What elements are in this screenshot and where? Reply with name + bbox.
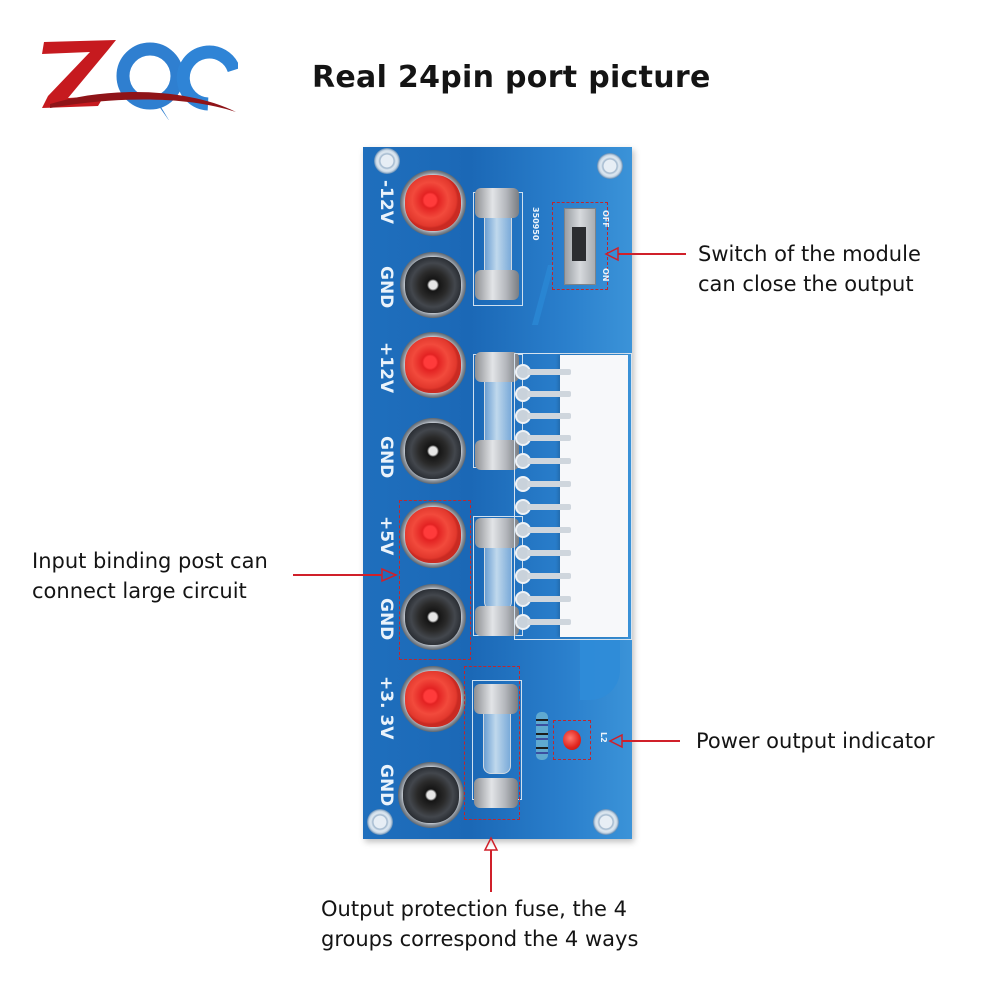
- binding-post-gnd[interactable]: [400, 252, 466, 318]
- fuse-callout-line1: Output protection fuse, the 4: [321, 897, 627, 921]
- voltage-label-gnd: GND: [376, 436, 396, 479]
- connector-pin: [515, 430, 571, 446]
- binding-post-plus5v[interactable]: [400, 502, 466, 568]
- voltage-label-gnd: GND: [376, 764, 396, 807]
- power-slide-switch[interactable]: [564, 208, 596, 285]
- page-title: Real 24pin port picture: [312, 60, 711, 95]
- fuse-clip: [474, 778, 518, 808]
- connector-pin: [515, 568, 571, 584]
- black-knob-icon: [405, 589, 461, 645]
- arrow-right-icon: [370, 567, 398, 583]
- binding-post-callout: Input binding post can connect large cir…: [32, 546, 268, 606]
- atx-24pin-connector[interactable]: [560, 355, 628, 637]
- fuse-callout-line2: groups correspond the 4 ways: [321, 927, 639, 951]
- zqc-logo: [38, 30, 241, 122]
- fuse-clip: [475, 606, 519, 636]
- mounting-hole: [374, 148, 400, 174]
- switch-label-off: OFF: [601, 210, 610, 228]
- fuse-highlight: [464, 666, 520, 820]
- mounting-hole: [597, 153, 623, 179]
- switch-callout: Switch of the module can close the outpu…: [698, 239, 921, 299]
- connector-pin: [515, 591, 571, 607]
- binding-post-callout-line: [293, 574, 373, 576]
- fuse-clip: [474, 684, 518, 714]
- voltage-label-plus12v: +12V: [376, 342, 396, 394]
- black-knob-icon: [405, 257, 461, 313]
- switch-callout-line1: Switch of the module: [698, 242, 921, 266]
- switch-callout-line2: can close the output: [698, 272, 914, 296]
- mounting-hole: [593, 809, 619, 835]
- binding-post-callout-line2: connect large circuit: [32, 579, 247, 603]
- board-code: 350950: [531, 207, 540, 241]
- switch-lever[interactable]: [572, 227, 586, 261]
- connector-pin: [515, 453, 571, 469]
- arrow-left-icon: [608, 733, 630, 749]
- fuse-callout: Output protection fuse, the 4 groups cor…: [321, 894, 638, 954]
- red-knob-icon: [405, 671, 461, 727]
- red-knob-icon: [405, 507, 461, 563]
- indicator-callout: Power output indicator: [696, 729, 935, 753]
- binding-post-plus3v3[interactable]: [400, 666, 466, 732]
- voltage-label-plus5v: +5V: [376, 516, 396, 556]
- red-knob-icon: [405, 175, 461, 231]
- connector-pin: [515, 364, 571, 380]
- connector-pin: [515, 522, 571, 538]
- mounting-hole: [367, 809, 393, 835]
- connector-pin: [515, 499, 571, 515]
- switch-label-on: ON: [601, 268, 610, 282]
- connector-pin: [515, 476, 571, 492]
- binding-post-callout-line1: Input binding post can: [32, 549, 268, 573]
- binding-post-gnd[interactable]: [400, 584, 466, 650]
- binding-post-gnd[interactable]: [398, 762, 464, 828]
- voltage-label-gnd: GND: [376, 266, 396, 309]
- zqc-logo-icon: [42, 40, 241, 122]
- led-highlight: [553, 720, 591, 760]
- switch-highlight: [552, 202, 608, 290]
- binding-post-plus12v[interactable]: [400, 332, 466, 398]
- binding-post-gnd[interactable]: [400, 418, 466, 484]
- connector-frame: [514, 353, 632, 640]
- power-led-icon: [563, 730, 581, 750]
- arrow-left-icon: [604, 246, 628, 262]
- black-knob-icon: [405, 423, 461, 479]
- fuse-clip: [475, 270, 519, 300]
- black-knob-icon: [403, 767, 459, 823]
- connector-pin: [515, 408, 571, 424]
- red-knob-icon: [405, 337, 461, 393]
- binding-post-minus12v[interactable]: [400, 170, 466, 236]
- fuse-clip: [475, 440, 519, 470]
- indicator-callout-line: [628, 740, 680, 742]
- voltage-label-minus12v: -12V: [376, 180, 396, 224]
- connector-pin: [515, 614, 571, 630]
- connector-pin: [515, 386, 571, 402]
- voltage-label-gnd: GND: [376, 598, 396, 641]
- connector-pin: [515, 545, 571, 561]
- fuse-clip: [475, 188, 519, 218]
- led-label: L2: [599, 732, 608, 743]
- fuse-clip: [475, 518, 519, 548]
- fuse-callout-line: [490, 850, 492, 892]
- fuse-clip: [475, 352, 519, 382]
- voltage-label-plus3v3: +3. 3V: [376, 676, 396, 740]
- resistor: [536, 712, 548, 760]
- binding-post-highlight: [399, 500, 471, 660]
- switch-callout-line: [626, 253, 686, 255]
